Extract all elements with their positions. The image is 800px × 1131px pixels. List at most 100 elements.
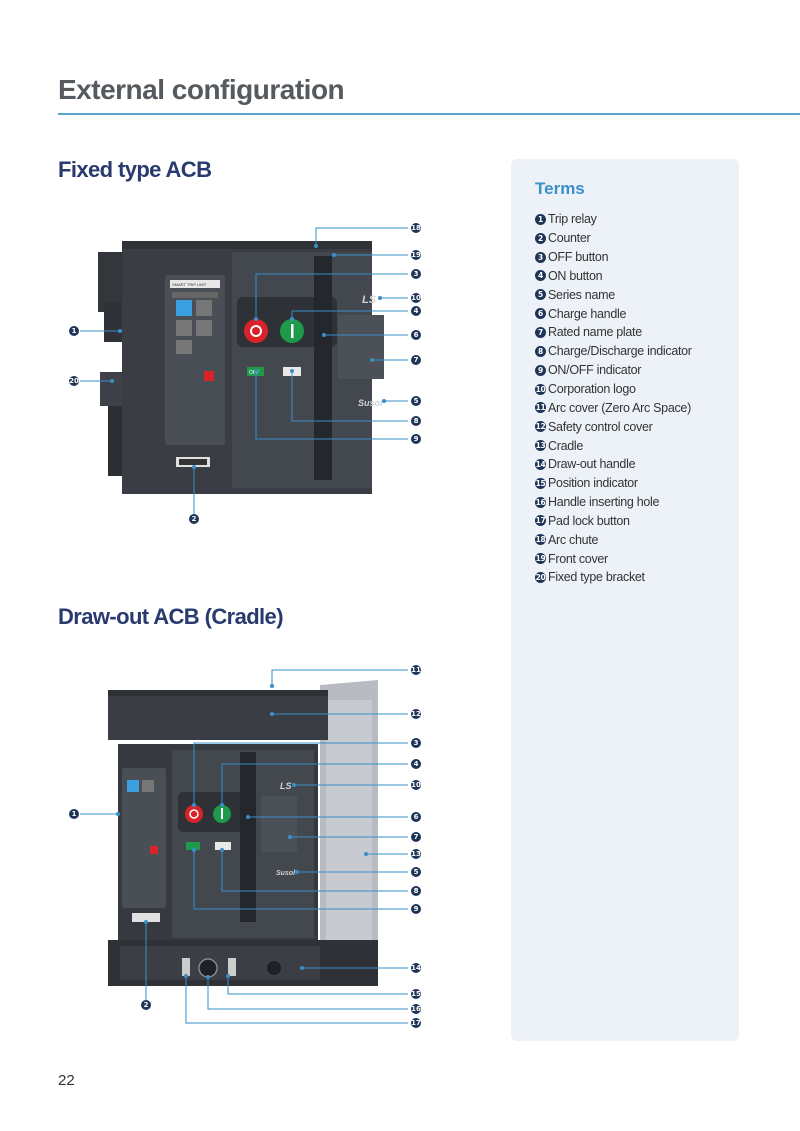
term-label: Trip relay — [548, 212, 597, 227]
fixed-acb-drawing: SMART TRIP UNIT OFF LS Susol — [80, 227, 408, 514]
term-label: Front cover — [548, 551, 608, 566]
callout-fixed-3: 3 — [411, 269, 421, 279]
callout-drawout-13: 13 — [411, 849, 421, 859]
callout-fixed-8: 8 — [411, 416, 421, 426]
callout-fixed-6: 6 — [411, 330, 421, 340]
indicator-off-text: OFF — [249, 370, 259, 376]
term-number: 18 — [535, 534, 546, 546]
callout-fixed-9: 9 — [411, 434, 421, 444]
callout-fixed-2: 2 — [189, 514, 199, 524]
callout-drawout-16: 16 — [411, 1004, 421, 1014]
term-label: Arc chute — [548, 532, 599, 547]
term-number: 11 — [535, 402, 546, 414]
callout-drawout-7: 7 — [411, 832, 421, 842]
page-number: 22 — [58, 1072, 75, 1089]
term-number: 14 — [535, 458, 546, 470]
callout-drawout-1: 1 — [69, 809, 79, 819]
drawout-acb-drawing: LS Susol — [80, 669, 408, 1024]
term-label: Fixed type bracket — [548, 570, 645, 585]
callout-drawout-3: 3 — [411, 738, 421, 748]
brand-logo-2: LS — [280, 781, 292, 791]
term-label: Position indicator — [548, 476, 638, 491]
term-number: 6 — [535, 308, 546, 320]
callout-fixed-18: 18 — [411, 223, 421, 233]
term-number: 7 — [535, 326, 546, 338]
callout-drawout-8: 8 — [411, 886, 421, 896]
term-number: 13 — [535, 440, 546, 452]
term-number: 5 — [535, 289, 546, 301]
term-number: 15 — [535, 477, 546, 489]
series-logo: Susol — [358, 398, 383, 408]
term-label: ON/OFF indicator — [548, 363, 642, 378]
callout-drawout-15: 15 — [411, 989, 421, 999]
term-number: 17 — [535, 515, 546, 527]
term-label: Charge/Discharge indicator — [548, 344, 692, 359]
term-number: 1 — [535, 213, 546, 225]
page-title: External configuration — [58, 74, 345, 105]
callout-drawout-11: 11 — [411, 665, 421, 675]
term-number: 8 — [535, 345, 546, 357]
term-label: Safety control cover — [548, 419, 653, 434]
callout-fixed-20: 20 — [69, 376, 79, 386]
term-label: Handle inserting hole — [548, 495, 660, 510]
callout-drawout-4: 4 — [411, 759, 421, 769]
section-title-drawout: Draw-out ACB (Cradle) — [58, 604, 284, 629]
callout-drawout-14: 14 — [411, 963, 421, 973]
term-label: Series name — [548, 287, 615, 302]
term-label: Draw-out handle — [548, 457, 636, 472]
callout-drawout-9: 9 — [411, 904, 421, 914]
term-label: Charge handle — [548, 306, 627, 321]
callout-drawout-12: 12 — [411, 709, 421, 719]
term-label: Corporation logo — [548, 382, 636, 397]
term-label: ON button — [548, 268, 603, 283]
section-title-fixed: Fixed type ACB — [58, 157, 212, 182]
term-number: 2 — [535, 232, 546, 244]
term-number: 3 — [535, 251, 546, 263]
callout-fixed-10: 10 — [411, 293, 421, 303]
brand-logo: LS — [362, 294, 377, 306]
callout-drawout-10: 10 — [411, 780, 421, 790]
term-number: 9 — [535, 364, 546, 376]
term-label: Cradle — [548, 438, 584, 453]
callout-drawout-2: 2 — [141, 1000, 151, 1010]
term-label: Pad lock button — [548, 513, 630, 528]
callout-fixed-19: 19 — [411, 250, 421, 260]
term-number: 4 — [535, 270, 546, 282]
title-rule — [58, 113, 800, 115]
trip-unit-label: SMART TRIP UNIT — [172, 282, 207, 287]
term-label: Counter — [548, 231, 591, 246]
term-number: 19 — [535, 553, 546, 565]
term-number: 12 — [535, 421, 546, 433]
term-label: Rated name plate — [548, 325, 642, 340]
series-logo-2: Susol — [276, 870, 296, 877]
callout-drawout-6: 6 — [411, 812, 421, 822]
callout-fixed-4: 4 — [411, 306, 421, 316]
callout-fixed-7: 7 — [411, 355, 421, 365]
term-label: OFF button — [548, 250, 609, 265]
callout-drawout-5: 5 — [411, 867, 421, 877]
terms-title: Terms — [535, 179, 585, 198]
term-label: Arc cover (Zero Arc Space) — [548, 400, 691, 415]
